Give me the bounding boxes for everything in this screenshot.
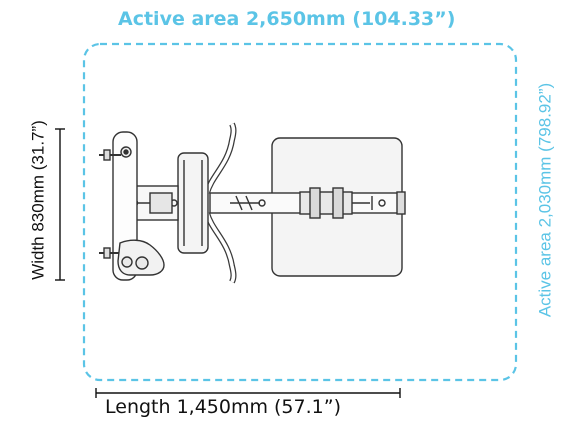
length-label: Length 1,450mm (57.1”) (105, 396, 341, 418)
seat-pad (177, 152, 209, 254)
active-area-length-label: Active area 2,650mm (104.33”) (118, 8, 456, 30)
active-area-boundary (82, 42, 518, 382)
length-dimension-line (95, 388, 401, 398)
foot-pedal-bottom (99, 239, 165, 276)
active-area-width-label: Active area 2,030mm (798.92”) (535, 82, 555, 318)
width-label: Width 830mm (31.7”) (28, 120, 48, 280)
width-dimension-line (55, 128, 65, 281)
bench-equipment-drawing (99, 122, 406, 284)
foot-pedal-top (99, 146, 132, 161)
